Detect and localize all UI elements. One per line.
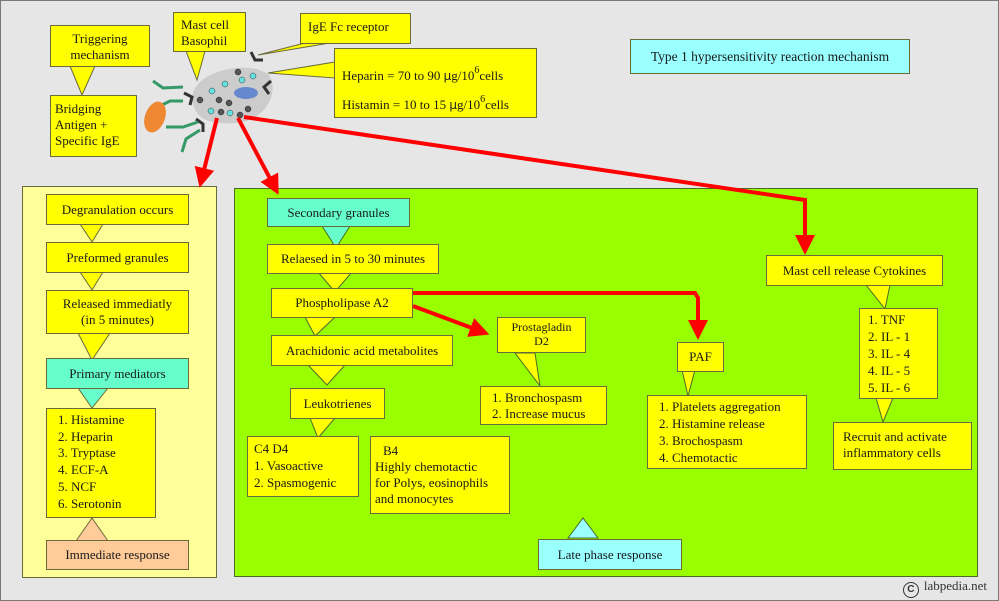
recruit-box: Recruit and activate inflammatory cells [833,422,972,470]
histamin-value: Histamin = 10 to 15 µg/106cells [342,94,509,112]
cytokine-list-pointer [875,397,894,424]
cytokine-list: 1. TNF 2. IL - 1 3. IL - 4 4. IL - 5 5. … [859,308,938,399]
triggering-line: Triggering [72,31,128,46]
recruit-line: inflammatory cells [843,445,941,460]
leukotrienes-box: Leukotrienes [290,388,385,419]
leukotrienes-pointer [309,417,337,439]
b4-box: B4 Highly chemotactic for Polys, eosinop… [370,436,510,514]
receptor-callout: IgE Fc receptor [300,13,411,44]
primary-pointer [77,387,110,409]
cytokines-pointer [864,284,891,311]
ige-receptors [183,51,272,132]
cytokine-item: 1. TNF [868,312,906,327]
paf-box: PAF [677,342,724,372]
arachidonic-box: Arachidonic acid metabolites [271,335,453,366]
preformed-box: Preformed granules [46,242,189,273]
mediator-item: 1. Histamine [58,412,125,427]
preformed-pointer [79,271,104,291]
arrow-to-secondary [236,117,279,195]
prostaglandin-pointer [513,352,541,387]
prostaglandin-box: Prostagladin D2 [497,317,586,353]
bridging-line: Bridging [55,101,102,116]
b4-line: and monocytes [375,491,454,506]
secondary-granules-box: Secondary granules [267,198,410,227]
receptor-pointer [257,42,331,56]
cytokines-box: Mast cell release Cytokines [766,255,943,286]
concentration-callout: Heparin = 70 to 90 µg/106cells Histamin … [334,48,537,118]
primary-mediators-box: Primary mediators [46,358,189,389]
late-pointer [567,517,599,539]
arrow-to-immediate [194,117,219,188]
prostaglandin-line: D2 [534,334,549,348]
triggering-line: mechanism [70,47,130,62]
degranulation-box: Degranulation occurs [46,194,189,225]
c4d4-item: 1. Vasoactive [254,458,324,473]
diagram-title: Type 1 hypersensitivity reaction mechani… [630,39,910,74]
b4-line: for Polys, eosinophils [375,475,489,490]
released-line: Released immediatly [62,296,173,311]
granules-light [207,72,257,117]
bridging-line: Specific IgE [55,133,120,148]
triggering-pointer [69,65,96,97]
released-immediate-box: Released immediatly (in 5 minutes) [46,290,189,334]
mediator-item: 5. NCF [58,478,97,494]
paf-effect-item: 1. Platelets aggregation [659,399,781,414]
copyright-icon: C [902,582,919,598]
cytokine-item: 4. IL - 5 [868,363,911,378]
prostaglandin-line: Prostagladin [511,320,572,334]
mast-pointer [185,50,206,82]
effect-item: 2. Increase mucus [492,406,586,421]
mediator-item: 4. ECF-A [58,462,109,478]
arrow-to-cytokines [243,115,815,255]
antigen [144,101,166,133]
bridging-line: Antigen + [55,117,108,132]
paf-effect-item: 3. Brochospasm [659,433,743,448]
bridging-box: Bridging Antigen + Specific IgE [50,95,137,157]
released-line: (in 5 minutes) [81,312,154,327]
phospholipase-pointer [304,316,337,337]
red-arrows [194,115,815,340]
recruit-line: Recruit and activate [843,429,947,444]
ige-antibodies [152,79,201,153]
late-phase-box: Late phase response [538,539,682,570]
mast-line: Mast cell [181,17,230,32]
heparin-value: Heparin = 70 to 90 µg/106cells [342,65,504,83]
site-name: labpedia.net [923,578,987,593]
paf-effect-item: 4. Chemotactic [659,450,738,465]
phospholipase-box: Phospholipase A2 [271,288,413,318]
paf-effect-item: 2. Histamine release [659,416,765,431]
arachidonic-pointer [306,364,347,386]
paf-pointer [681,369,696,397]
mediator-item: 6. Serotonin [58,495,122,511]
released-late-box: Relaesed in 5 to 30 minutes [267,244,439,274]
cytokine-item: 2. IL - 1 [868,329,911,344]
immediate-pointer [75,517,109,542]
triggering-callout: Triggering mechanism [50,25,150,67]
arrow-to-prostaglandin [412,304,490,337]
cytokine-item: 5. IL - 6 [868,380,911,395]
mast-cell-callout: Mast cell Basophil [173,12,246,52]
granules-dark [196,68,252,119]
mast-line: Basophil [181,33,228,48]
immediate-response-box: Immediate response [46,540,189,570]
degranulation-pointer [79,223,104,243]
c4d4-box: C4 D4 1. Vasoactive 2. Spasmogenic [247,436,359,497]
mediators-list: 1. Histamine 2. Heparin 3. Tryptase 4. E… [46,408,156,518]
cell-nucleus [234,87,258,99]
released-pointer [77,332,111,361]
c4d4-item: 2. Spasmogenic [254,475,337,490]
c4d4-title: C4 D4 [254,441,289,456]
paf-effects-box: 1. Platelets aggregation 2. Histamine re… [647,395,807,469]
arrow-to-paf [413,291,708,340]
cytokine-item: 3. IL - 4 [868,346,911,361]
heparin-pointer [267,61,336,79]
prostaglandin-effects-box: 1. Bronchospasm 2. Increase mucus [480,386,607,425]
effect-item: 1. Bronchospasm [492,390,583,405]
mediator-item: 3. Tryptase [58,445,116,461]
mediator-item: 2. Heparin [58,428,113,444]
b4-line: Highly chemotactic [375,459,478,474]
b4-title: B4 [383,443,399,458]
